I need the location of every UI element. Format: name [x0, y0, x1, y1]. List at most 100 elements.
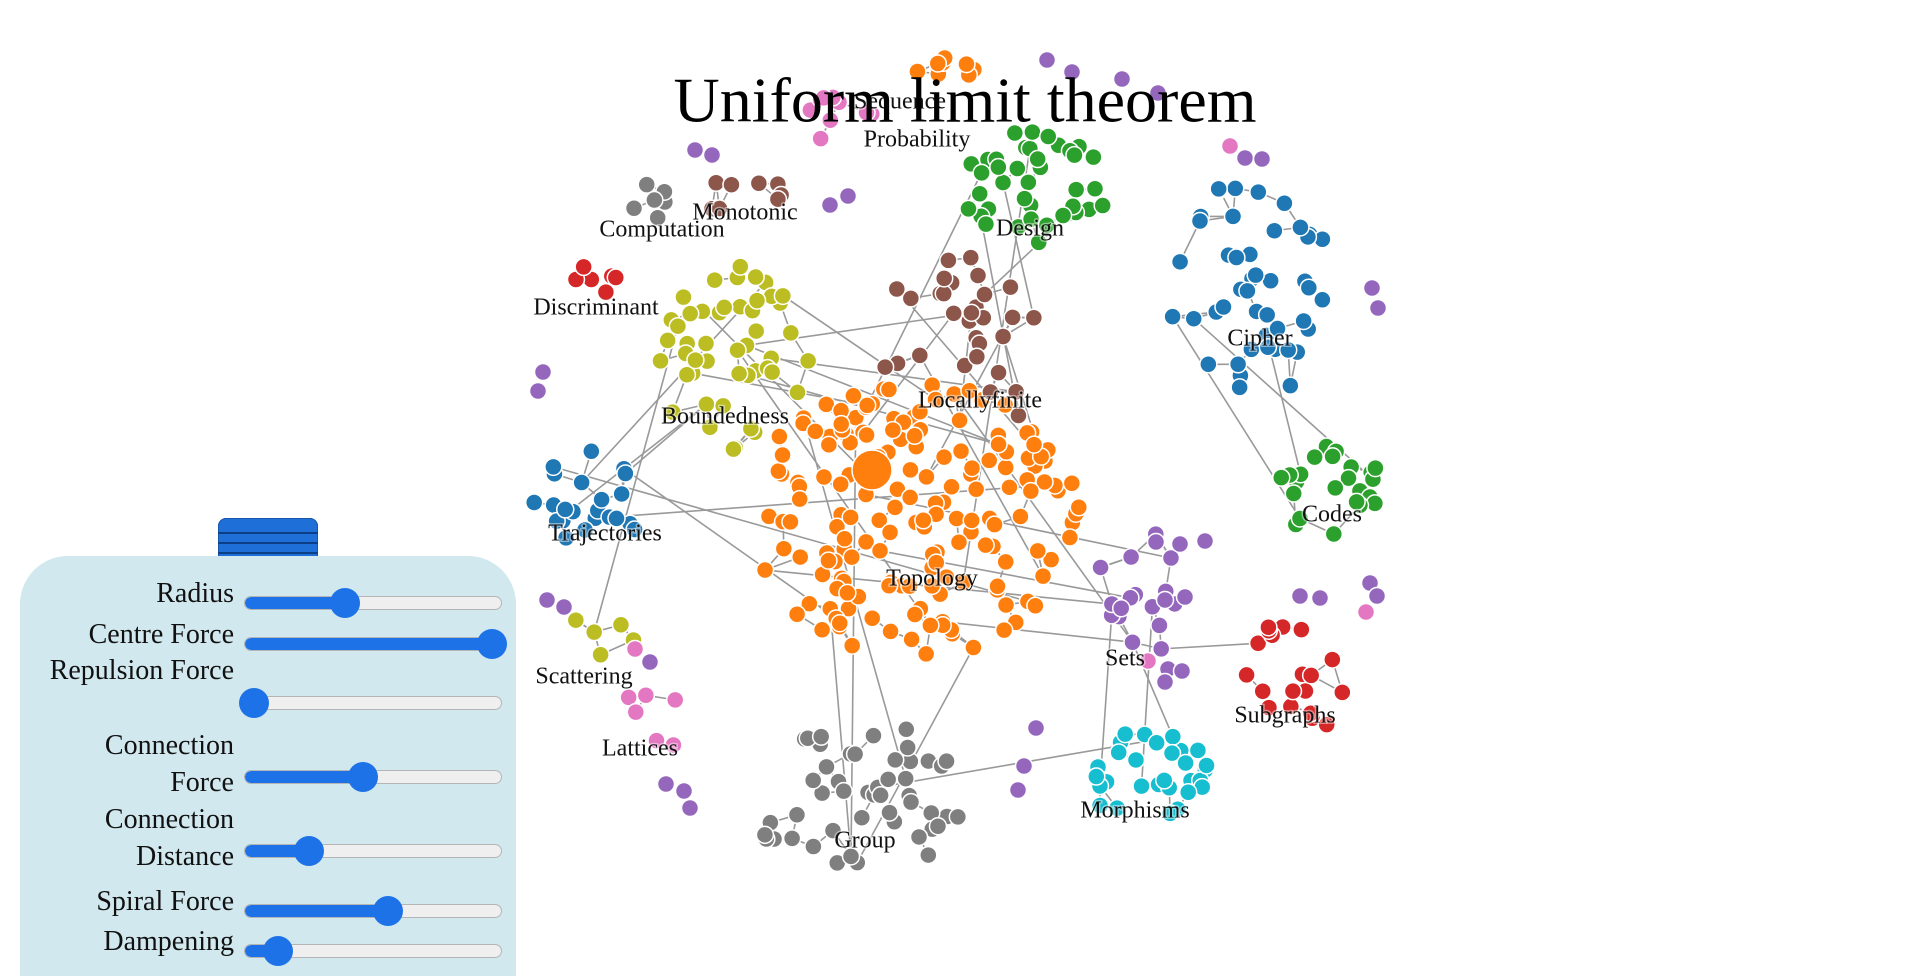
graph-node[interactable]: [704, 147, 721, 164]
graph-node[interactable]: [756, 826, 773, 843]
graph-node[interactable]: [1300, 279, 1317, 296]
graph-node[interactable]: [989, 578, 1006, 595]
graph-node[interactable]: [729, 342, 746, 359]
graph-node[interactable]: [771, 428, 788, 445]
graph-node[interactable]: [1156, 772, 1173, 789]
graph-node[interactable]: [943, 478, 960, 495]
graph-node[interactable]: [617, 465, 634, 482]
graph-node[interactable]: [1035, 568, 1052, 585]
graph-node[interactable]: [953, 443, 970, 460]
graph-node[interactable]: [962, 249, 979, 266]
graph-node[interactable]: [1001, 479, 1018, 496]
graph-node[interactable]: [880, 771, 897, 788]
graph-node[interactable]: [882, 524, 899, 541]
slider-thumb[interactable]: [477, 629, 507, 659]
graph-node[interactable]: [1028, 720, 1045, 737]
connection-distance-slider[interactable]: [244, 842, 502, 860]
graph-node[interactable]: [1239, 282, 1256, 299]
graph-node[interactable]: [1070, 499, 1087, 516]
graph-node[interactable]: [882, 623, 899, 640]
graph-node[interactable]: [1088, 768, 1105, 785]
graph-node[interactable]: [1113, 600, 1130, 617]
graph-node[interactable]: [815, 468, 832, 485]
graph-node[interactable]: [747, 269, 764, 286]
slider-thumb[interactable]: [239, 688, 269, 718]
graph-node[interactable]: [539, 592, 556, 609]
graph-node[interactable]: [1063, 475, 1080, 492]
graph-node[interactable]: [960, 200, 977, 217]
graph-node[interactable]: [1016, 758, 1033, 775]
graph-node[interactable]: [791, 491, 808, 508]
graph-node[interactable]: [859, 397, 876, 414]
graph-node[interactable]: [658, 776, 675, 793]
graph-node[interactable]: [1066, 147, 1083, 164]
graph-node[interactable]: [775, 540, 792, 557]
graph-node[interactable]: [613, 485, 630, 502]
graph-node[interactable]: [1026, 436, 1043, 453]
graph-node[interactable]: [659, 332, 676, 349]
graph-node[interactable]: [986, 516, 1003, 533]
graph-node[interactable]: [607, 269, 624, 286]
graph-node[interactable]: [1151, 617, 1168, 634]
graph-node[interactable]: [1117, 726, 1134, 743]
graph-node[interactable]: [1266, 222, 1283, 239]
graph-node[interactable]: [1157, 674, 1174, 691]
graph-node[interactable]: [1153, 640, 1170, 657]
graph-node[interactable]: [573, 474, 590, 491]
graph-node[interactable]: [535, 364, 552, 381]
graph-node[interactable]: [1191, 212, 1208, 229]
graph-node[interactable]: [1324, 448, 1341, 465]
graph-node[interactable]: [1123, 549, 1140, 566]
graph-node[interactable]: [782, 324, 799, 341]
graph-node[interactable]: [1177, 589, 1194, 606]
graph-node[interactable]: [667, 691, 684, 708]
graph-node[interactable]: [950, 534, 967, 551]
graph-node[interactable]: [1198, 757, 1215, 774]
graph-node[interactable]: [1312, 590, 1329, 607]
graph-node[interactable]: [814, 621, 831, 638]
graph-node[interactable]: [557, 501, 574, 518]
graph-node[interactable]: [1231, 379, 1248, 396]
graph-node[interactable]: [1230, 356, 1247, 373]
graph-node[interactable]: [853, 809, 870, 826]
graph-node[interactable]: [782, 513, 799, 530]
graph-node[interactable]: [1016, 190, 1033, 207]
graph-node[interactable]: [911, 828, 928, 845]
graph-node[interactable]: [903, 631, 920, 648]
graph-node[interactable]: [1004, 309, 1021, 326]
graph-node[interactable]: [1254, 683, 1271, 700]
graph-node[interactable]: [918, 468, 935, 485]
graph-node[interactable]: [800, 352, 817, 369]
graph-node[interactable]: [626, 200, 643, 217]
graph-node[interactable]: [886, 499, 903, 516]
graph-node[interactable]: [750, 175, 767, 192]
graph-node[interactable]: [1092, 559, 1109, 576]
graph-node[interactable]: [1133, 778, 1150, 795]
graph-node[interactable]: [627, 704, 644, 721]
graph-node[interactable]: [899, 739, 916, 756]
graph-node[interactable]: [911, 347, 928, 364]
graph-node[interactable]: [915, 512, 932, 529]
graph-node[interactable]: [1172, 536, 1189, 553]
graph-node[interactable]: [938, 753, 955, 770]
graph-node[interactable]: [997, 553, 1014, 570]
graph-node[interactable]: [963, 512, 980, 529]
graph-node[interactable]: [969, 267, 986, 284]
graph-node[interactable]: [1222, 138, 1239, 155]
graph-node[interactable]: [929, 818, 946, 835]
graph-node[interactable]: [1164, 308, 1181, 325]
graph-node[interactable]: [1285, 485, 1302, 502]
graph-node[interactable]: [1012, 508, 1029, 525]
graph-node[interactable]: [1225, 208, 1242, 225]
graph-node[interactable]: [1237, 150, 1254, 167]
graph-node[interactable]: [822, 197, 839, 214]
graph-node[interactable]: [1002, 279, 1019, 296]
graph-node[interactable]: [951, 412, 968, 429]
graph-node[interactable]: [1303, 667, 1320, 684]
graph-node[interactable]: [1282, 377, 1299, 394]
graph-node[interactable]: [877, 359, 894, 376]
graph-node[interactable]: [1210, 180, 1227, 197]
graph-node[interactable]: [788, 806, 805, 823]
graph-node[interactable]: [770, 463, 787, 480]
graph-node[interactable]: [832, 476, 849, 493]
